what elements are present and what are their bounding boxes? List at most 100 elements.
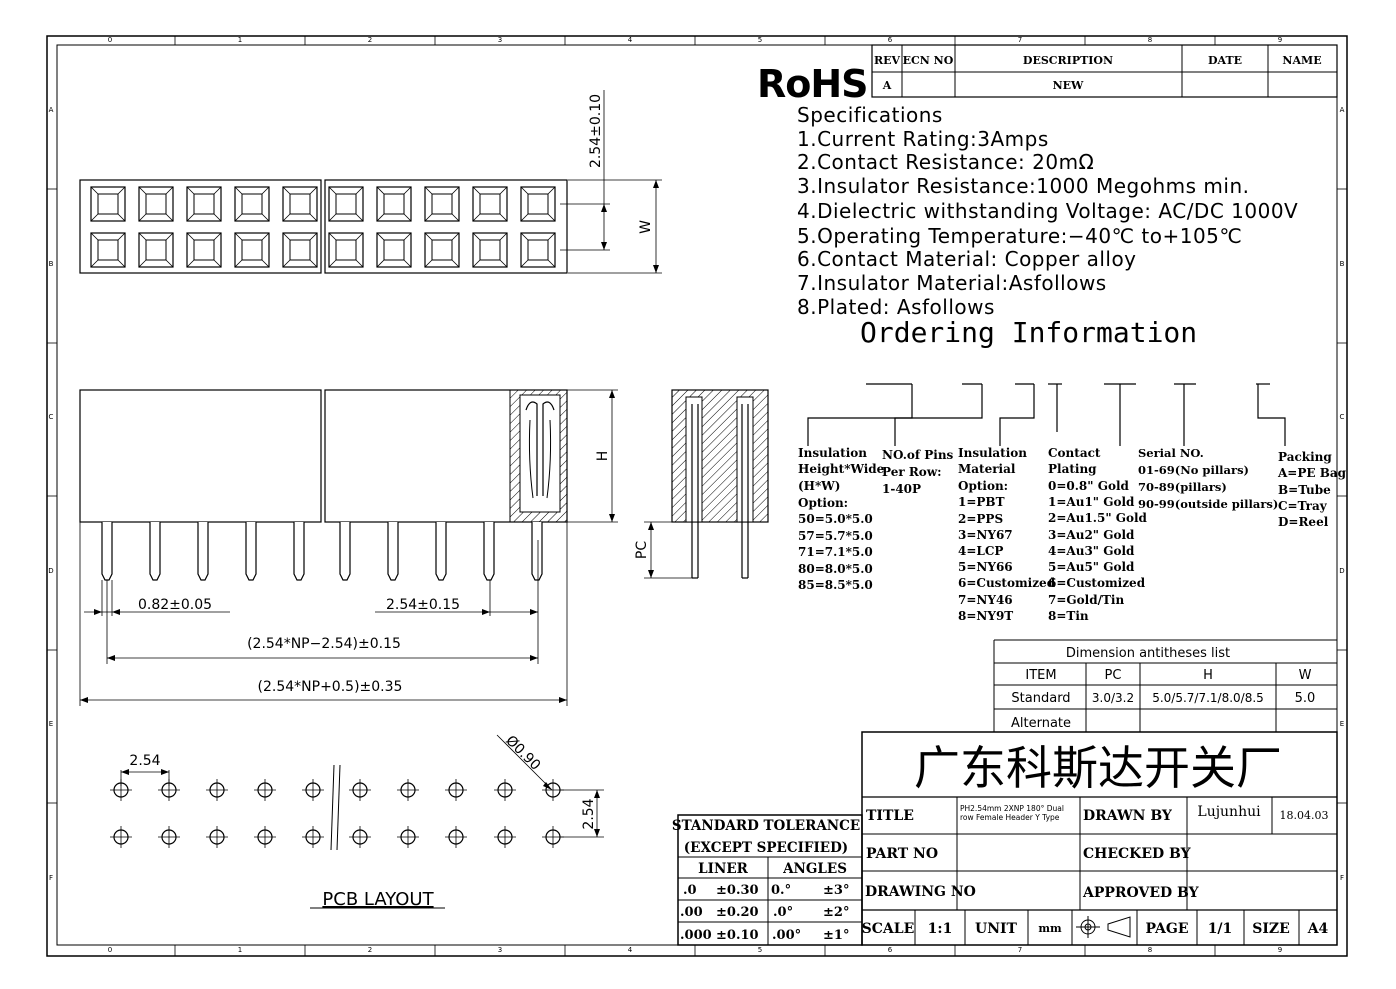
- pcb-layout-label: PCB LAYOUT: [322, 889, 434, 910]
- ordering-pins: NO.of Pins Per Row: 1-40P: [882, 448, 954, 496]
- zone-col-label: 4: [628, 946, 633, 954]
- cavity: [282, 186, 318, 222]
- checked-label: CHECKED BY: [1083, 846, 1192, 862]
- side-view: PC: [634, 389, 769, 579]
- zone-row-label: B: [49, 260, 54, 268]
- opl-6: 4=Au3" Gold: [1048, 544, 1135, 558]
- tolerance-title-1: STANDARD TOLERANCE: [672, 818, 860, 834]
- pcb-hole: [349, 826, 371, 848]
- cavity: [186, 186, 222, 222]
- pcb-hole: [494, 779, 516, 801]
- zone-col-label: 2: [368, 946, 372, 954]
- opk-3: C=Tray: [1278, 499, 1328, 513]
- drawn-value: Lujunhui: [1197, 804, 1261, 820]
- dim-list-alternate: Alternate: [1011, 716, 1071, 731]
- ecn-header: ECN NO: [903, 54, 954, 67]
- dim-list-standard-w: 5.0: [1295, 691, 1316, 706]
- ordering-columns: Insulation Height*Wide (H*W) Option: 50=…: [798, 446, 1347, 623]
- cavity: [424, 186, 460, 222]
- title-value-2: row Female Header Y Type: [960, 813, 1060, 822]
- tol-r1-a: .0: [683, 883, 697, 898]
- spec-3: 3.Insulator Resistance:1000 Megohms min.: [797, 174, 1250, 198]
- zone-row-label: B: [1340, 260, 1345, 268]
- zone-col-label: 5: [758, 946, 762, 954]
- opl-2: 0=0.8" Gold: [1048, 479, 1130, 493]
- front-view-pins: [101, 522, 543, 581]
- om-3: 1=PBT: [958, 495, 1005, 509]
- pcb-hole: [445, 826, 467, 848]
- tol-r1-c: 0.°: [771, 883, 791, 898]
- zone-col-label: 7: [1018, 36, 1022, 44]
- unit-label: UNIT: [975, 921, 1018, 937]
- pcb-hole: [494, 826, 516, 848]
- tol-r3-d: ±1°: [823, 928, 849, 943]
- opl-8: 6=Customized: [1048, 576, 1146, 590]
- pcb-layout: 2.54 2.54 Ø0.90 PCB LAYOUT: [110, 733, 604, 910]
- pin: [293, 522, 305, 581]
- zone-row-label: A: [49, 106, 54, 114]
- tol-r2-d: ±2°: [823, 905, 849, 920]
- drawn-date: 18.04.03: [1280, 809, 1329, 822]
- zone-row-label: F: [49, 874, 53, 882]
- pin: [197, 522, 209, 581]
- dim-list-title: Dimension antitheses list: [1066, 646, 1230, 661]
- description-value: NEW: [1053, 79, 1084, 92]
- pcb-hole: [397, 826, 419, 848]
- om-6: 4=LCP: [958, 544, 1003, 558]
- projection-icon: [1076, 916, 1131, 938]
- os-2: 70-89(pillars): [1138, 480, 1227, 494]
- cavity: [138, 186, 174, 222]
- zone-row-label: C: [49, 413, 54, 421]
- os-1: 01-69(No pillars): [1138, 463, 1249, 477]
- pcb-hole: [445, 779, 467, 801]
- specifications: Specifications 1.Current Rating:3Amps 2.…: [797, 103, 1298, 319]
- om-7: 5=NY66: [958, 560, 1013, 574]
- approved-label: APPROVED BY: [1082, 885, 1200, 901]
- zone-col-label: 9: [1278, 36, 1282, 44]
- oi-h-6: 71=7.1*5.0: [798, 545, 873, 559]
- dim-span-2: (2.54*NP+0.5)±0.35: [258, 679, 403, 695]
- opl-7: 5=Au5" Gold: [1048, 560, 1135, 574]
- spec-2: 2.Contact Resistance: 20mΩ: [797, 150, 1094, 174]
- zone-col-label: 4: [628, 36, 633, 44]
- ordering-material: Insulation Material Option: 1=PBT 2=PPS …: [958, 446, 1056, 623]
- part-label: PART NO: [866, 846, 938, 862]
- scale-label: SCALE: [862, 921, 915, 937]
- tol-r2-b: ±0.20: [716, 905, 759, 920]
- title-block: 广东科斯达开关厂 TITLE PH2.54mm 2XNP 180° Dual r…: [861, 731, 1338, 946]
- spec-1: 1.Current Rating:3Amps: [797, 127, 1049, 151]
- op-0: NO.of Pins: [882, 448, 954, 462]
- oi-h-0: Insulation: [798, 446, 867, 460]
- zone-col-label: 7: [1018, 946, 1022, 954]
- ordering-title: Ordering Information: [860, 316, 1197, 349]
- dim-pcb-pitch-v: 2.54: [581, 798, 597, 829]
- zone-col-label: 8: [1148, 36, 1152, 44]
- pin: [483, 522, 495, 581]
- dim-list-h-item: ITEM: [1025, 668, 1056, 683]
- cavity: [234, 186, 270, 222]
- zone-col-label: 2: [368, 36, 372, 44]
- tol-r3-c: .00°: [772, 928, 801, 943]
- cavity: [282, 232, 318, 268]
- cavity: [234, 232, 270, 268]
- size-value: A4: [1307, 921, 1329, 937]
- company-name: 广东科斯达开关厂: [914, 741, 1282, 795]
- zone-col-label: 5: [758, 36, 762, 44]
- dim-span-1: (2.54*NP−2.54)±0.15: [247, 636, 401, 652]
- dimension-list: Dimension antitheses list ITEM PC H W St…: [993, 639, 1337, 732]
- ordering-insulation-height: Insulation Height*Wide (H*W) Option: 50=…: [798, 446, 885, 592]
- oi-h-2: (H*W): [798, 479, 840, 493]
- cavity: [472, 232, 508, 268]
- cavity: [328, 232, 364, 268]
- tolerance-title-2: (EXCEPT SPECIFIED): [684, 840, 848, 856]
- tol-r1-b: ±0.30: [716, 883, 759, 898]
- om-5: 3=NY67: [958, 528, 1013, 542]
- opl-9: 7=Gold/Tin: [1048, 593, 1124, 607]
- ordering-serial: Serial NO. 01-69(No pillars) 70-89(pilla…: [1138, 446, 1278, 511]
- zone-col-label: 1: [238, 36, 242, 44]
- dim-list-standard: Standard: [1011, 691, 1070, 706]
- cavity: [520, 232, 556, 268]
- om-10: 8=NY9T: [958, 609, 1013, 623]
- pcb-holes: [110, 779, 564, 848]
- top-view-cavities: [90, 186, 556, 268]
